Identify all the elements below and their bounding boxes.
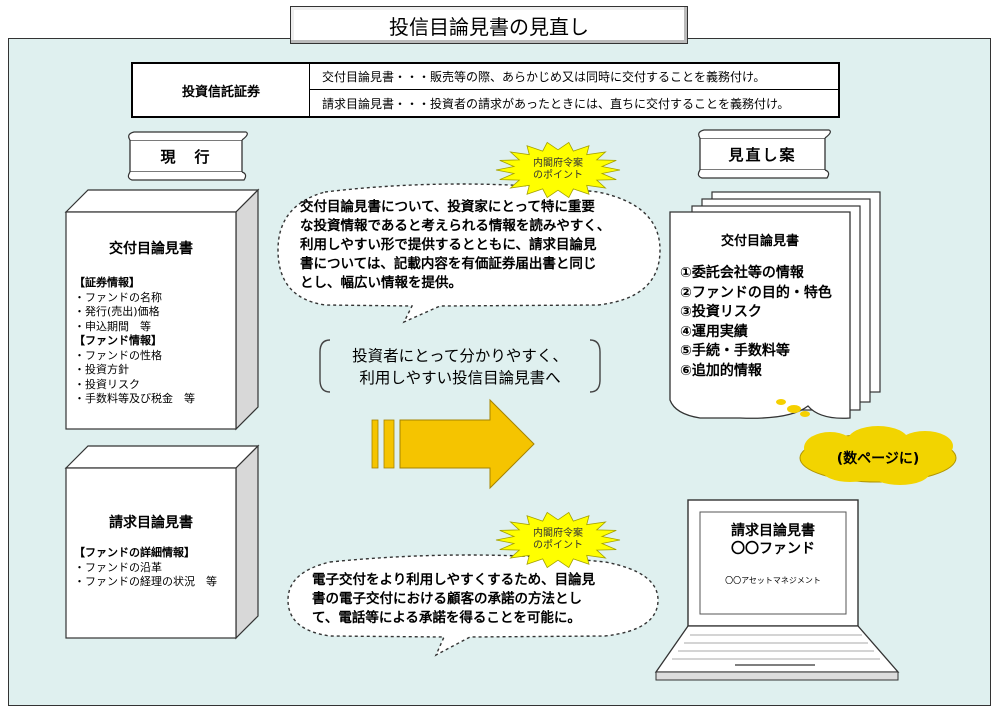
delivery-item: ・投資方針 <box>74 363 129 376</box>
bubble-line: 利用しやすい形で提供するとともに、請求目論見 <box>300 237 597 253</box>
top-speech-bubble <box>277 183 661 324</box>
proposal-item: ⑥追加的情報 <box>680 362 762 379</box>
proposal-item: ①委託会社等の情報 <box>680 265 804 281</box>
request-item: 【ファンドの詳細情報】 <box>74 546 195 559</box>
burst-line: のポイント <box>533 170 583 181</box>
burst-line: のポイント <box>533 540 583 551</box>
center-message-frame <box>319 339 601 393</box>
delivery-prospectus-title: 交付目論見書 <box>109 241 193 257</box>
bubble-line: な投資情報であると考えられる情報を読みやすく、 <box>300 218 611 234</box>
delivery-item: ・手数料等及び税金 等 <box>74 392 195 405</box>
proposal-label: 見直し案 <box>728 145 797 164</box>
delivery-item: ・ファンドの性格 <box>74 348 162 362</box>
ordinance-point-burst-bottom <box>495 511 621 569</box>
bottom-speech-bubble <box>287 554 659 657</box>
proposal-item: ②ファンドの目的・特色 <box>680 284 832 301</box>
ordinance-point-label-top: 内閣府令案 のポイント <box>520 158 596 182</box>
request-prospectus-cube <box>64 444 260 640</box>
laptop-screen-title: 請求目論見書 〇〇ファンド <box>700 522 846 558</box>
delivery-item: ・投資リスク <box>74 377 140 391</box>
proposal-document-stack <box>669 191 881 419</box>
center-message-line: 利用しやすい投信目論見書へ <box>359 369 561 387</box>
bottom-bubble-text: 電子交付をより利用しやすくするため、目論見 書の電子交付における顧客の承諾の方法… <box>312 571 652 628</box>
delivery-prospectus-cube <box>64 188 260 431</box>
laptop-line: 〇〇ファンド <box>731 541 815 557</box>
bubble-line: 電子交付をより利用しやすくするため、目論見 <box>312 572 596 588</box>
ordinance-point-label-bottom: 内閣府令案 のポイント <box>520 528 596 552</box>
proposal-item: ⑤手続・手数料等 <box>680 343 790 359</box>
proposal-item: ③投資リスク <box>680 304 762 320</box>
proposal-item: ④運用実績 <box>680 323 748 340</box>
bubble-line: て、電話等による承諾を得ることを可能に。 <box>312 610 581 626</box>
ordinance-point-burst-top <box>495 141 621 199</box>
proposal-doc-title: 交付目論見書 <box>720 234 799 249</box>
request-item: ・ファンドの経理の状況 等 <box>74 575 217 588</box>
center-message: 投資者にとって分かりやすく、 利用しやすい投信目論見書へ <box>322 345 598 389</box>
definition-table-label: 投資信託証券 <box>133 64 310 116</box>
delivery-item: ・発行(売出)価格 <box>74 305 160 318</box>
delivery-item: 【ファンド情報】 <box>74 334 162 347</box>
laptop <box>654 499 900 681</box>
top-bubble-text: 交付目論見書について、投資家にとって特に重要 な投資情報であると考えられる情報を… <box>300 198 650 293</box>
delivery-item: ・ファンドの名称 <box>74 290 162 304</box>
request-prospectus-items: 【ファンドの詳細情報】 ・ファンドの沿革 ・ファンドの経理の状況 等 <box>74 546 236 590</box>
page-title: 投信目論見書の見直し <box>290 6 688 44</box>
pages-note: (数ページに) <box>836 451 920 467</box>
proposal-doc-items: ①委託会社等の情報 ②ファンドの目的・特色 ③投資リスク ④運用実績 ⑤手続・手… <box>680 264 850 381</box>
current-label-scroll <box>127 131 248 181</box>
bubble-line: とし、幅広い情報を提供。 <box>300 275 462 291</box>
pages-cloud <box>799 426 957 485</box>
proposal-arrow <box>371 398 535 490</box>
definition-table: 投資信託証券 交付目論見書・・・販売等の際、あらかじめ又は同時に交付することを義… <box>131 62 840 118</box>
request-prospectus-title: 請求目論見書 <box>109 515 193 531</box>
definition-row-delivery: 交付目論見書・・・販売等の際、あらかじめ又は同時に交付することを義務付け。 <box>310 64 838 90</box>
laptop-line: 請求目論見書 <box>731 523 815 539</box>
delivery-prospectus-items: 【証券情報】 ・ファンドの名称 ・発行(売出)価格 ・申込期間 等 【ファンド情… <box>74 276 236 407</box>
burst-line: 内閣府令案 <box>533 528 583 539</box>
center-message-line: 投資者にとって分かりやすく、 <box>352 347 568 365</box>
burst-line: 内閣府令案 <box>533 158 583 169</box>
proposal-label-scroll <box>697 129 831 179</box>
definition-row-request: 請求目論見書・・・投資者の請求があったときには、直ちに交付することを義務付け。 <box>322 96 790 111</box>
bubble-line: 書については、記載内容を有価証券届出書と同じ <box>300 256 597 272</box>
laptop-company: 〇〇アセットマネジメント <box>725 576 821 585</box>
delivery-item: ・申込期間 等 <box>74 319 151 333</box>
bubble-line: 交付目論見書について、投資家にとって特に重要 <box>300 199 595 215</box>
current-label: 現 行 <box>160 147 212 166</box>
delivery-item: 【証券情報】 <box>74 276 140 289</box>
bubble-line: 書の電子交付における顧客の承諾の方法とし <box>312 591 582 607</box>
request-item: ・ファンドの沿革 <box>74 560 162 574</box>
